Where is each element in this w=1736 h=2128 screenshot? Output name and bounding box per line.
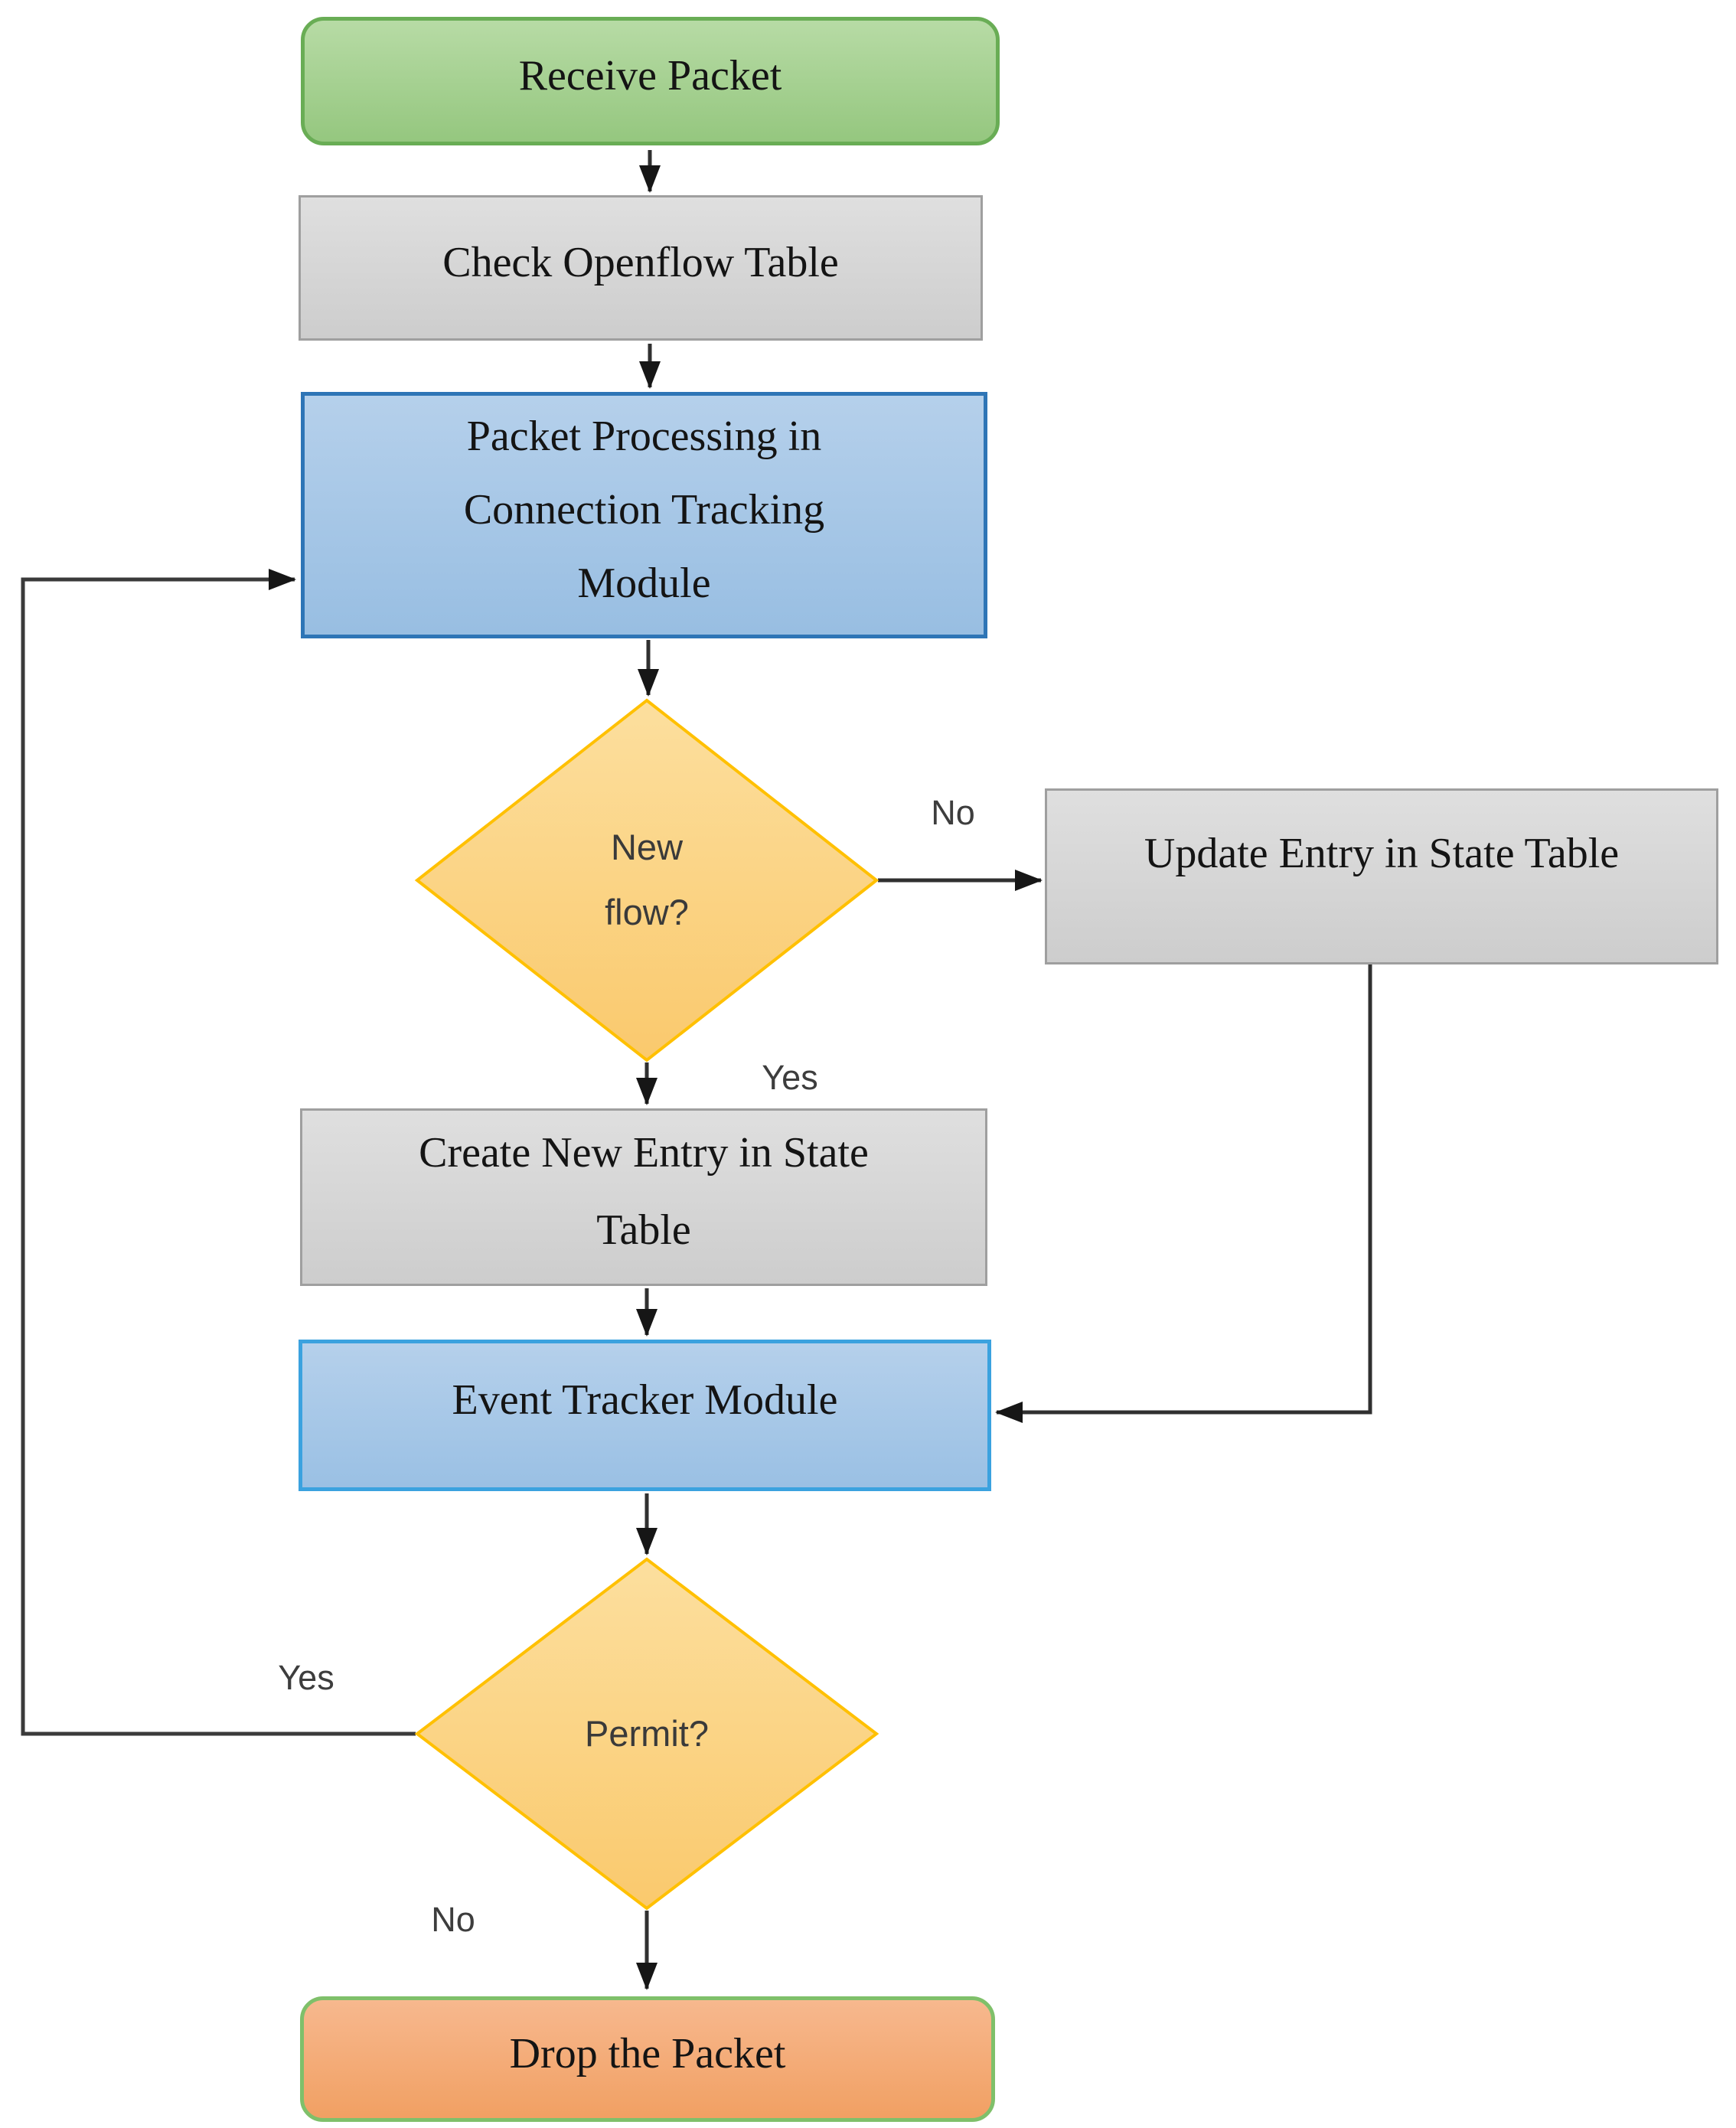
edge-label-permit-no: No	[431, 1900, 475, 1939]
node-label-line3: Module	[577, 560, 711, 608]
edge-label-new-flow-no: No	[931, 793, 975, 832]
node-create-new-entry-state-table: Create New Entry in State Table	[300, 1108, 987, 1286]
node-label-line2: Connection Tracking	[463, 485, 825, 534]
node-event-tracker-module: Event Tracker Module	[299, 1340, 991, 1491]
edge-label-new-flow-yes: Yes	[762, 1058, 818, 1097]
node-receive-packet: Receive Packet	[301, 17, 1000, 145]
node-check-openflow-table: Check Openflow Table	[299, 195, 983, 341]
node-new-flow-decision: New flow?	[417, 700, 876, 1060]
decision-label-line2: flow?	[605, 892, 689, 932]
node-label: Drop the Packet	[509, 2029, 786, 2077]
decision-label: Permit?	[585, 1712, 709, 1754]
edge-permit-yes-loop-to-processing	[21, 569, 416, 1736]
node-drop-the-packet: Drop the Packet	[300, 1996, 995, 2122]
node-label: Check Openflow Table	[442, 238, 839, 286]
node-label-line1: Create New Entry in State	[419, 1129, 869, 1177]
decision-label-line1: New	[610, 827, 684, 868]
node-label: Receive Packet	[518, 51, 782, 100]
node-permit-decision: Permit?	[417, 1559, 876, 1908]
node-label-line2: Table	[596, 1206, 691, 1254]
permit-decision-shape	[414, 1557, 879, 1911]
node-packet-processing-module: Packet Processing in Connection Tracking…	[301, 392, 987, 638]
node-label: Event Tracker Module	[452, 1376, 838, 1424]
new-flow-decision-shape	[414, 698, 879, 1062]
node-label-line1: Packet Processing in	[466, 412, 822, 460]
node-update-entry-state-table: Update Entry in State Table	[1045, 788, 1718, 964]
edge-label-permit-yes: Yes	[278, 1658, 334, 1697]
edge-update-to-eventtracker	[995, 958, 1372, 1423]
node-label: Update Entry in State Table	[1144, 829, 1620, 877]
